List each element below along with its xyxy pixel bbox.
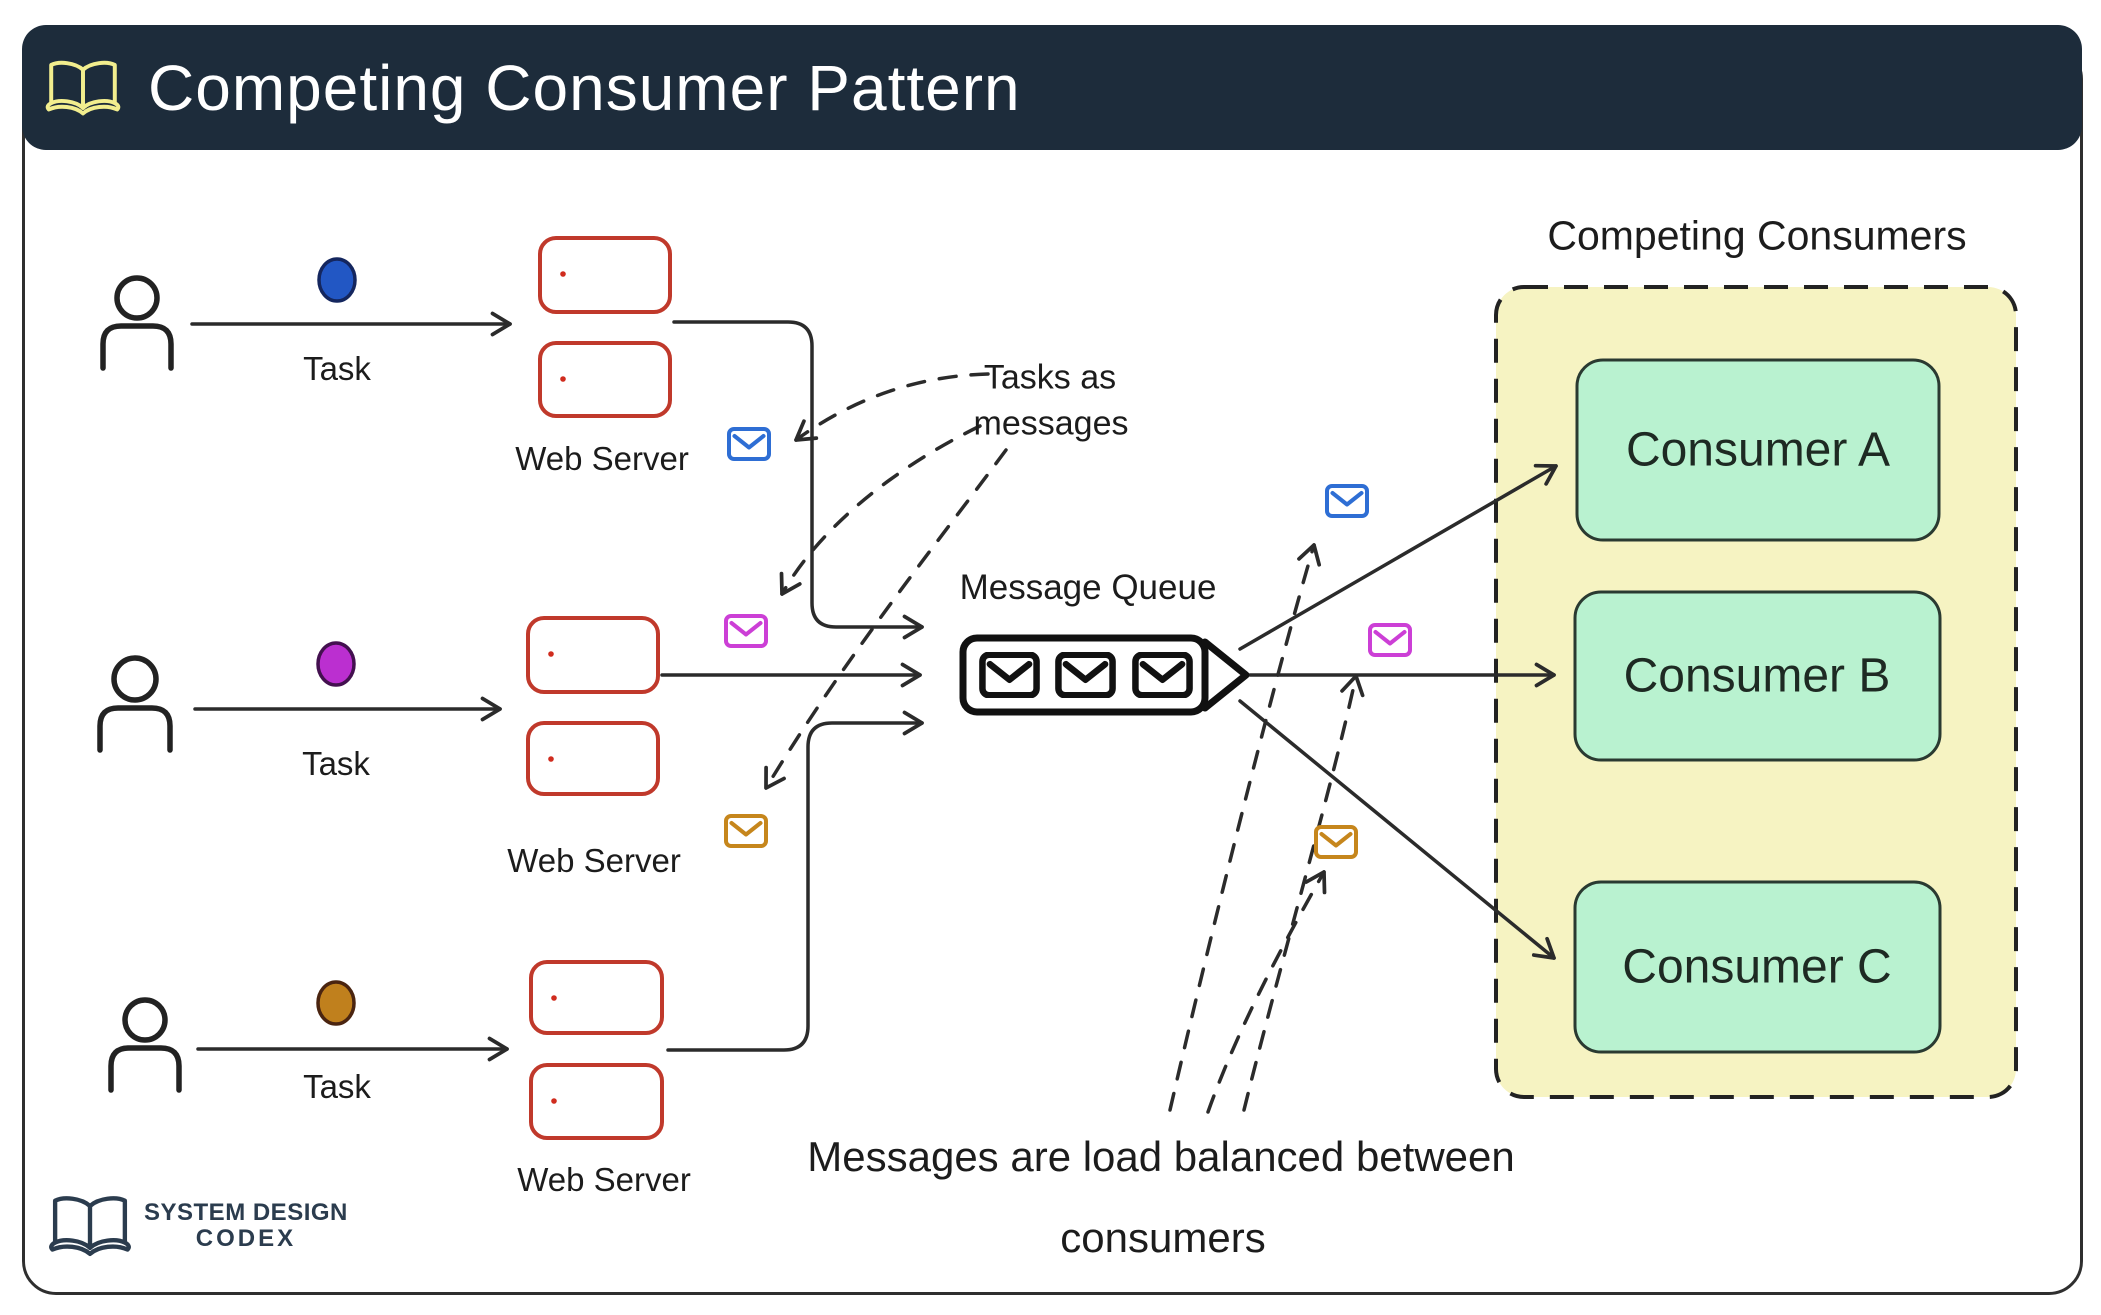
open-book-icon xyxy=(46,1192,134,1260)
magenta-envelope-icon xyxy=(1368,623,1412,657)
consumer-a-label: Consumer A xyxy=(1625,423,1891,477)
dashed-arrow-to-orange-message xyxy=(764,448,1008,790)
consumer-c-label: Consumer C xyxy=(1622,940,1892,994)
queue-output-chevron xyxy=(1201,638,1250,712)
arrow-server1-to-queue xyxy=(672,320,924,640)
server-node xyxy=(529,960,664,1035)
task-dot-magenta xyxy=(316,641,356,687)
server-node xyxy=(529,1063,664,1140)
dashed-arrow-to-blue-message xyxy=(794,372,990,442)
producer-users xyxy=(97,275,182,1093)
consumer-c-box xyxy=(1573,880,1942,1054)
arrow-queue-to-consumer-c xyxy=(1238,699,1556,960)
message-queue xyxy=(959,634,1250,716)
logo-text-line1: SYSTEM DESIGN xyxy=(144,1199,348,1226)
solid-connectors xyxy=(190,311,1558,1062)
web-server-boxes xyxy=(526,236,672,1140)
orange-envelope-icon xyxy=(724,814,768,848)
arrow-queue-to-consumer-a xyxy=(1238,463,1558,651)
server-node xyxy=(538,236,672,314)
server-node xyxy=(526,721,660,796)
blue-envelope-icon xyxy=(1325,484,1369,518)
header-bar: Competing Consumer Pattern xyxy=(22,25,2082,150)
web-server-label: Web Server xyxy=(515,440,689,477)
arrow-server3-to-queue xyxy=(666,710,924,1052)
tasks-as-messages-note: Tasks as xyxy=(983,358,1117,397)
task-dot-orange xyxy=(316,980,356,1026)
person-icon xyxy=(97,655,173,753)
load-balanced-note: Messages are load balanced between xyxy=(807,1133,1515,1180)
consumer-b-label: Consumer B xyxy=(1623,649,1891,703)
person-icon xyxy=(108,997,182,1093)
task-dot-blue xyxy=(317,257,357,303)
queued-envelope-icon xyxy=(1135,655,1189,696)
blue-envelope-icon xyxy=(727,427,771,461)
dashed-arrow-to-blue-message-right xyxy=(1168,543,1322,1112)
queued-envelope-icon xyxy=(1058,655,1112,696)
dashed-arrow-to-magenta-message-right xyxy=(1242,674,1365,1112)
web-server-label: Web Server xyxy=(507,842,681,879)
load-balanced-note: consumers xyxy=(1060,1214,1266,1261)
magenta-envelope-icon xyxy=(724,614,768,648)
open-book-icon xyxy=(40,57,126,119)
task-label: Task xyxy=(302,745,370,782)
page-title: Competing Consumer Pattern xyxy=(148,51,1021,124)
server-node xyxy=(538,341,672,418)
message-queue-label: Message Queue xyxy=(959,568,1217,607)
server-node-dots xyxy=(548,271,566,1104)
person-icon xyxy=(100,275,174,371)
consumer-b-box xyxy=(1573,590,1942,762)
dashed-annotation-arrows xyxy=(764,372,1365,1114)
dashed-arrow-to-orange-message-right xyxy=(1206,870,1327,1114)
task-label: Task xyxy=(303,1068,371,1105)
orange-envelope-icon xyxy=(1314,825,1358,859)
competing-consumers-title: Competing Consumers xyxy=(1547,212,1967,259)
logo-text-line2: CODEX xyxy=(195,1225,297,1252)
dashed-arrow-to-magenta-message xyxy=(779,424,982,596)
tasks-as-messages-note: messages xyxy=(973,404,1129,443)
web-server-label: Web Server xyxy=(517,1161,691,1198)
server-node xyxy=(526,616,660,694)
task-label: Task xyxy=(303,350,371,387)
consumer-boxes xyxy=(1573,358,1942,1054)
brand-logo: SYSTEM DESIGN CODEX xyxy=(46,1192,348,1260)
queued-envelope-icon xyxy=(982,655,1036,696)
consumer-a-box xyxy=(1575,358,1941,542)
